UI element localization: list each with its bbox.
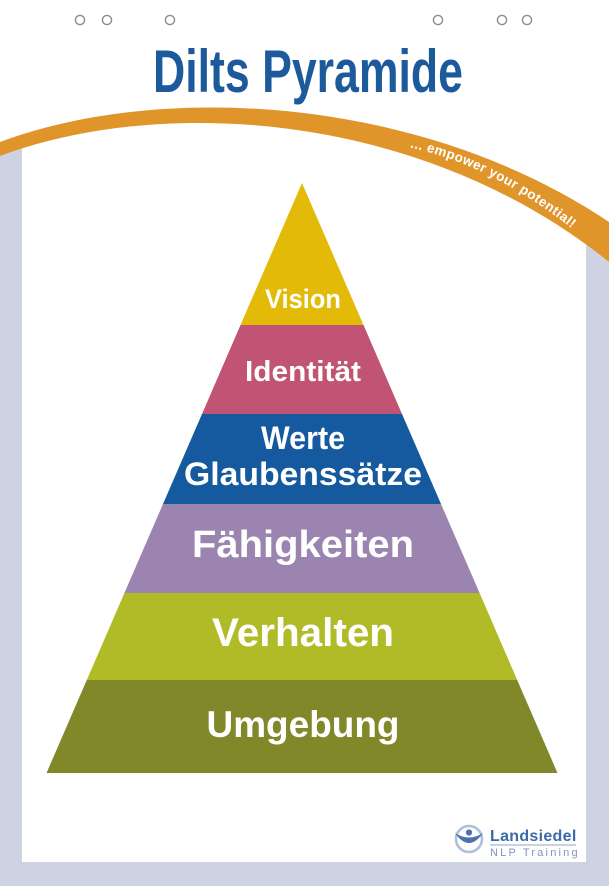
binder-hole bbox=[164, 14, 176, 26]
pyramid-label-werte: Werte bbox=[261, 420, 345, 456]
logo-figure-head-icon bbox=[465, 829, 473, 836]
swoosh-band bbox=[0, 107, 609, 262]
brand-subtitle: NLP Training bbox=[490, 847, 580, 859]
binder-hole bbox=[496, 14, 508, 26]
pyramid-level-vision bbox=[240, 183, 364, 325]
brand-company-name: Landsiedel bbox=[490, 828, 577, 845]
pyramid-label-identitaet: Identität bbox=[245, 356, 361, 388]
binder-hole bbox=[74, 14, 86, 26]
binder-hole bbox=[521, 14, 533, 26]
pyramid-label-verhalten: Verhalten bbox=[212, 611, 394, 655]
binder-hole bbox=[101, 14, 113, 26]
pyramid-level-umgebung bbox=[46, 680, 558, 773]
pyramid-label-glaubenssaetze: Glaubenssätze bbox=[184, 456, 422, 492]
dilts-pyramid: Vision Identität Werte Glaubenssätze Fäh… bbox=[46, 183, 558, 773]
pyramid-label-vision: Vision bbox=[265, 284, 341, 314]
pyramid-label-umgebung: Umgebung bbox=[207, 704, 400, 745]
brand-logo: Landsiedel NLP Training bbox=[454, 824, 580, 859]
pyramid-label-faehigkeiten: Fähigkeiten bbox=[192, 524, 414, 566]
binder-holes bbox=[74, 14, 533, 26]
page-title: Dilts Pyramide bbox=[153, 38, 463, 105]
binder-hole bbox=[432, 14, 444, 26]
logo-figure-icon bbox=[455, 833, 483, 843]
pyramid-level-werte-glaubenssaetze bbox=[163, 414, 441, 504]
pyramid-level-identitaet bbox=[202, 325, 402, 414]
pyramid-level-verhalten bbox=[86, 593, 518, 680]
pyramid-level-faehigkeiten bbox=[124, 504, 480, 593]
